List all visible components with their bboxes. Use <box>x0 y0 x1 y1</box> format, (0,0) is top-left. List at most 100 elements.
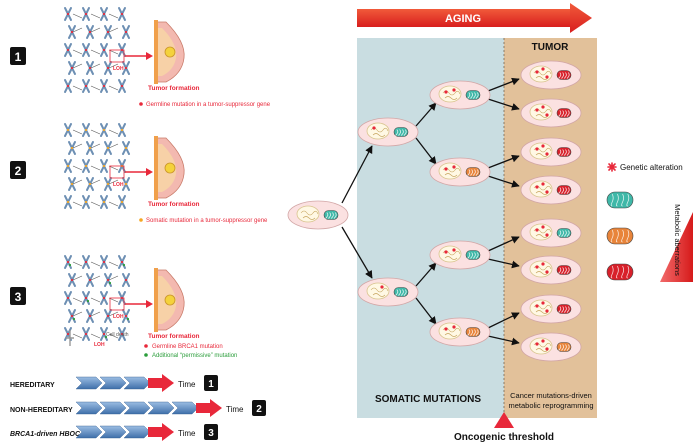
reprogramming-label-1: Cancer mutations-driven <box>510 391 592 400</box>
genetic-alteration-dot <box>541 225 545 229</box>
legend-dot <box>139 218 143 222</box>
mitochondrion-red <box>556 70 572 80</box>
chromosome-icon <box>100 43 108 57</box>
genetic-alteration-dot <box>541 144 545 148</box>
cell-level2 <box>429 80 491 110</box>
genetic-alteration-dot <box>541 105 545 109</box>
blue-step-arrow <box>75 401 103 415</box>
genetic-alteration-dot <box>372 126 376 130</box>
chromosome-icon <box>104 25 112 39</box>
time-label: Time <box>178 380 196 389</box>
chromosome-icon <box>122 25 130 39</box>
genetic-alteration-label: Genetic alteration <box>620 163 683 172</box>
breast-illustration <box>154 268 185 332</box>
chromosome-icon <box>86 141 94 155</box>
genetic-alteration-dot <box>380 285 384 289</box>
tumor-dot <box>164 294 176 306</box>
chromosome-icon <box>82 43 90 57</box>
panel-number-badge <box>10 287 26 305</box>
genetic-alteration-dot <box>545 270 549 274</box>
metabolic-gradient-triangle <box>660 212 693 282</box>
genetic-alteration-dot <box>452 248 456 252</box>
genetic-alteration-icon <box>607 162 617 172</box>
panel-number: 3 <box>15 290 22 304</box>
timeline-number: 3 <box>208 428 214 439</box>
tumor-header: TUMOR <box>532 42 569 53</box>
chromosome-icon <box>104 177 112 191</box>
cell-level2 <box>429 157 491 187</box>
blue-step-arrow <box>171 401 199 415</box>
chromosome-icon <box>64 255 72 269</box>
cell-death-label: Cell death <box>106 332 129 338</box>
genetic-alteration-dot <box>535 342 539 346</box>
chromosome-icon <box>104 309 112 323</box>
genetic-alteration-dot <box>545 75 549 79</box>
mitochondrion-green <box>323 210 339 220</box>
chromosome-icon <box>68 273 76 287</box>
chromosome-icon <box>86 309 94 323</box>
chromosome-icon <box>122 141 130 155</box>
chromosome-icon <box>82 255 90 269</box>
genetic-alteration-dot <box>545 190 549 194</box>
chromosome-icon <box>82 291 90 305</box>
oncogenic-threshold-marker: Oncogenic threshold <box>454 412 554 443</box>
genetic-alteration-dot <box>535 185 539 189</box>
panel-number: 2 <box>15 164 22 178</box>
cell-level2 <box>429 240 491 270</box>
blue-step-arrow <box>123 401 151 415</box>
tumor-cell <box>520 60 582 90</box>
chromosome-icon <box>100 255 108 269</box>
mitochondrion-green <box>393 127 409 137</box>
timeline-number-badge <box>204 375 218 391</box>
cell-level1 <box>357 277 419 307</box>
breast-illustration <box>154 136 185 200</box>
legend-dot <box>144 344 148 348</box>
mitochondrion-orange <box>556 342 572 352</box>
mitochondrion-orange <box>465 327 481 337</box>
chromosome-icon <box>86 25 94 39</box>
chromosome-icon <box>122 273 130 287</box>
chromosome-icon <box>104 141 112 155</box>
mitochondrion-red <box>556 265 572 275</box>
aging-label: AGING <box>445 13 481 25</box>
threshold-label: Oncogenic threshold <box>454 432 554 443</box>
tumor-dot <box>164 162 176 174</box>
chromosome-icon <box>82 195 90 209</box>
chromosome-icon <box>82 327 90 341</box>
chromosome-icon <box>86 177 94 191</box>
genetic-alteration-dot <box>535 147 539 151</box>
cell-level1 <box>357 117 419 147</box>
tumor-cell <box>520 218 582 248</box>
panel-legend-a: Germline BRCA1 mutation <box>152 344 223 350</box>
timeline-label: BRCA1-driven HBOC <box>10 431 81 438</box>
chromosome-icon <box>82 79 90 93</box>
timeline-number: 2 <box>256 404 262 415</box>
panel-number-badge <box>10 47 26 65</box>
legend-mito-red <box>606 263 634 281</box>
blue-step-arrow <box>99 376 127 390</box>
chromosome-icon <box>118 79 126 93</box>
legend-dot <box>139 102 143 106</box>
somatic-label: SOMATIC MUTATIONS <box>375 394 481 405</box>
tumor-cell <box>520 137 582 167</box>
genetic-alteration-dot <box>541 339 545 343</box>
tumor-dot <box>164 46 176 58</box>
chromosome-icon <box>118 255 126 269</box>
mitochondrion-green <box>393 287 409 297</box>
chromosome-icon <box>86 61 94 75</box>
chromosome-icon <box>122 309 130 323</box>
chromosome-icon <box>64 79 72 93</box>
loh-box <box>109 165 125 179</box>
genetic-alteration-dot <box>535 228 539 232</box>
chromosome-icon <box>118 7 126 21</box>
panel-number-badge <box>10 161 26 179</box>
panel-number: 1 <box>15 50 22 64</box>
tumor-formation-label: Tumor formation <box>148 85 200 92</box>
genetic-alteration-dot <box>444 90 448 94</box>
timeline-number-badge <box>252 400 266 416</box>
genetic-alteration-dot <box>541 67 545 71</box>
chromosome-icon <box>68 141 76 155</box>
genetic-alteration-dot <box>452 88 456 92</box>
